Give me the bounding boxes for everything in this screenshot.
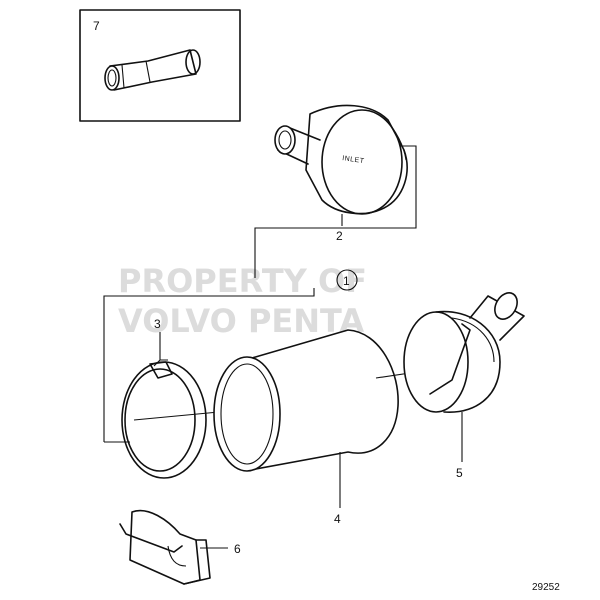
assembly-bracket-left: [103, 288, 315, 442]
callout-2: 2: [336, 229, 343, 243]
bracket-line-part-2: [254, 145, 417, 278]
watermark-line2: VOLVO PENTA: [118, 302, 364, 340]
air-filter-element-part-4: [213, 329, 399, 472]
callout-4: 4: [334, 512, 341, 526]
callout-6: 6: [234, 542, 241, 556]
inlet-cover-part-2: INLET: [274, 104, 408, 215]
drawing-number: 29252: [532, 582, 560, 593]
watermark: PROPERTY OF VOLVO PENTA: [118, 262, 367, 340]
hose-clamp-part-3: [121, 359, 207, 479]
inset-box-item-7: 7: [79, 9, 241, 122]
watermark-line1: PROPERTY OF: [118, 262, 367, 300]
outlet-cover-part-5: [403, 292, 525, 413]
reducer-hose-part-7: [104, 49, 201, 91]
callout-5: 5: [456, 466, 463, 480]
mounting-bracket-part-6: [119, 509, 211, 585]
inlet-label: INLET: [342, 155, 365, 165]
callout-7: 7: [93, 19, 100, 33]
callout-1-circle: 1: [336, 269, 358, 291]
inset-frame: [79, 9, 241, 122]
callout-3: 3: [154, 317, 161, 331]
callout-1: 1: [343, 274, 350, 288]
